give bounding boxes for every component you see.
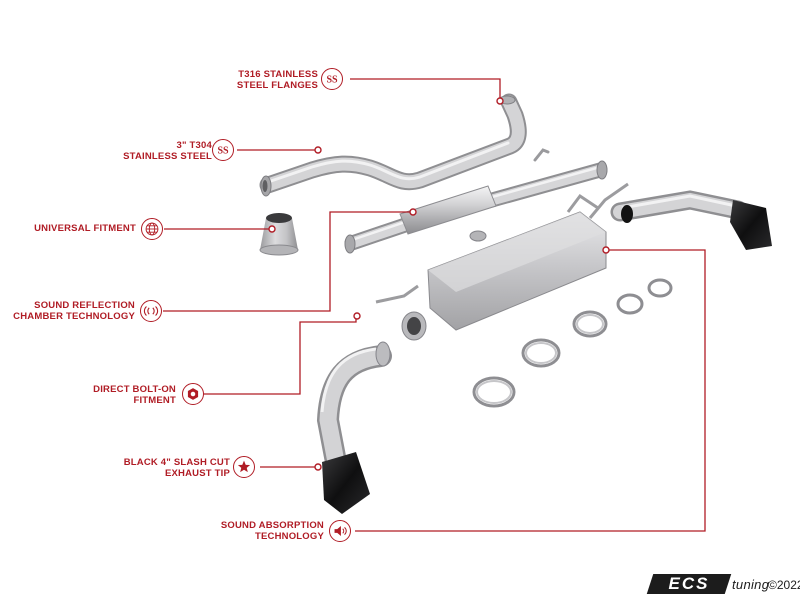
callout-absorption-line2: TECHNOLOGY	[254, 530, 324, 542]
logo-copyright-text: ©2022	[768, 578, 800, 592]
ecs-tuning-logo: ECS tuning ©2022	[646, 574, 800, 596]
mid-pipe-resonator	[344, 148, 608, 254]
callout-t304-line1: 3" T304	[176, 140, 212, 151]
callout-flanges-line2: STEEL FLANGES	[236, 79, 318, 91]
callout-t304-line2: STAINLESS STEEL	[123, 150, 212, 162]
hex-bolt-icon	[182, 383, 204, 405]
callout-absorption-label: SOUND ABSORPTION TECHNOLOGY	[220, 520, 324, 542]
front-pipe	[259, 93, 527, 197]
callout-tip-line2: EXHAUST TIP	[164, 467, 230, 479]
logo-suffix-text: tuning	[732, 577, 770, 592]
callout-t304-label: 3" T304 STAINLESS STEEL	[123, 140, 212, 162]
right-tailpipe	[610, 190, 772, 250]
callout-flanges-line1: T316 STAINLESS	[238, 69, 318, 80]
callout-reflection-line1: SOUND REFLECTION	[34, 300, 135, 311]
ss-icon: SS	[212, 139, 234, 161]
callout-tip-line1: BLACK 4" SLASH CUT	[123, 457, 230, 468]
logo-brand-text: ECS	[668, 574, 710, 593]
callout-reflection-label: SOUND REFLECTION CHAMBER TECHNOLOGY	[13, 300, 135, 322]
logo-brand-box: ECS	[646, 574, 732, 594]
star-icon	[233, 456, 255, 478]
callout-tip-label: BLACK 4" SLASH CUT EXHAUST TIP	[123, 457, 230, 479]
callout-leader-lines	[163, 78, 706, 532]
callout-anchor-dots	[268, 97, 610, 471]
exhaust-clamps	[472, 278, 673, 408]
callout-universal-line1: UNIVERSAL FITMENT	[34, 223, 136, 234]
callout-flanges-label: T316 STAINLESS STEEL FLANGES	[236, 69, 318, 91]
ss-icon-text: SS	[326, 75, 338, 86]
speaker-icon	[329, 520, 351, 542]
callout-bolton-label: DIRECT BOLT-ON FITMENT	[93, 384, 176, 406]
ss-icon: SS	[321, 68, 343, 90]
left-tailpipe	[316, 311, 427, 514]
callout-reflection-line2: CHAMBER TECHNOLOGY	[13, 310, 135, 322]
callout-bolton-line1: DIRECT BOLT-ON	[93, 384, 176, 395]
universal-fitment-part	[259, 213, 299, 256]
callout-universal-label: UNIVERSAL FITMENT	[34, 223, 136, 235]
ss-icon-text: SS	[217, 146, 229, 157]
globe-icon	[141, 218, 163, 240]
sound-reflection-icon	[140, 300, 162, 322]
callout-bolton-line2: FITMENT	[133, 394, 176, 406]
rear-muffler	[375, 182, 629, 331]
callout-absorption-line1: SOUND ABSORPTION	[220, 520, 324, 531]
